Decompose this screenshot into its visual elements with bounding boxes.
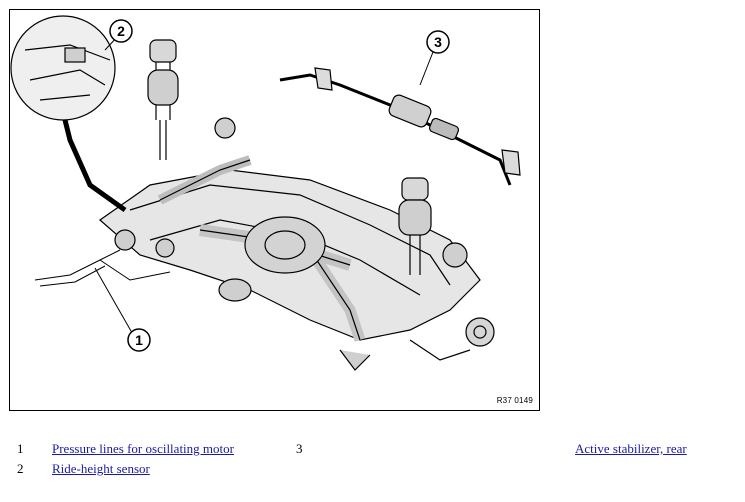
callout-2-label: 2 (117, 23, 125, 39)
callout-1-label: 1 (135, 332, 143, 348)
legend-number-1: 1 (17, 441, 24, 456)
diagram-figure: 2 3 1 R37 0149 (9, 9, 540, 411)
legend-link-ride-height-sensor[interactable]: Ride-height sensor (52, 461, 150, 476)
legend-number-2: 2 (17, 461, 24, 476)
legend-link-active-stabilizer[interactable]: Active stabilizer, rear (575, 441, 687, 456)
rear-axle-illustration: 2 3 1 (10, 15, 521, 371)
legend-link-pressure-lines[interactable]: Pressure lines for oscillating motor (52, 441, 234, 456)
legend-number-3: 3 (296, 441, 303, 456)
figure-reference-code: R37 0149 (496, 396, 533, 405)
callout-3-label: 3 (434, 34, 442, 50)
